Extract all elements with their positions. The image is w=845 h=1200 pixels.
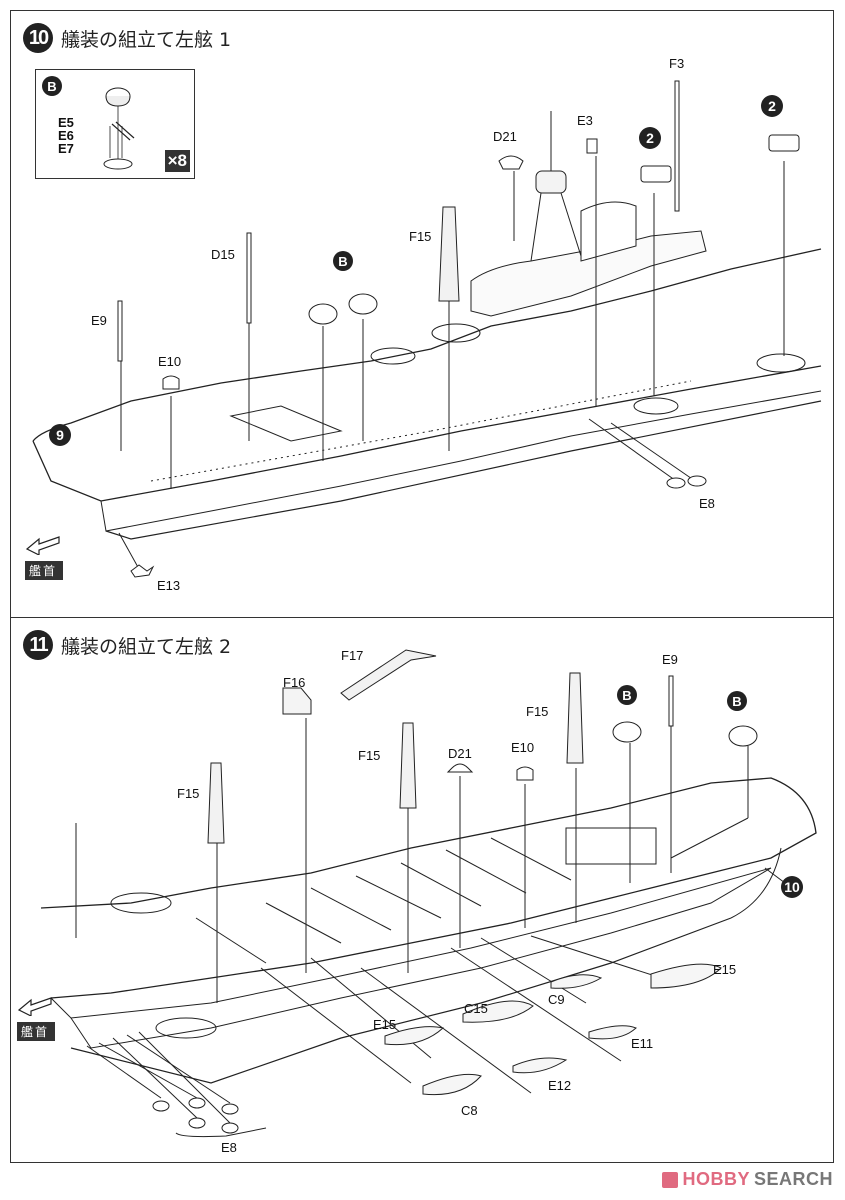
part-label: F15 [409, 229, 432, 244]
step-title: 艤装の組立て左舷 2 [61, 635, 232, 658]
ref-step-2-badge: 2 [761, 95, 783, 117]
quantity-badge: ×8 [164, 150, 190, 172]
bow-arrow-icon [17, 997, 52, 1017]
turret-subassembly-box: B E5 E6 E7 ×8 [35, 69, 195, 179]
step-title: 艤装の組立て左舷 1 [61, 28, 232, 51]
step-11-panel: 11 艤装の組立て左舷 2 [10, 617, 834, 1163]
part-label: E8 [699, 496, 715, 511]
part-label-e7: E7 [58, 141, 74, 156]
part-label: E12 [548, 1078, 572, 1093]
part-label: E11 [631, 1036, 654, 1051]
watermark-text-search: SEARCH [753, 1169, 833, 1189]
part-label: C8 [461, 1103, 478, 1118]
turret-exploded-icon [103, 87, 135, 170]
part-label: E10 [158, 354, 182, 369]
part-label: E9 [91, 313, 107, 328]
part-label: F16 [283, 675, 306, 690]
part-label: E15 [713, 962, 737, 977]
bow-label: 艦首 [17, 1022, 55, 1041]
part-label: F15 [526, 704, 549, 719]
step-11-header: 11 艤装の組立て左舷 2 [23, 630, 231, 660]
part-label: F15 [358, 748, 381, 763]
ref-step-2-badge: 2 [639, 127, 661, 149]
ref-b-badge: B [727, 691, 747, 711]
part-label-e5: E5 [58, 115, 74, 130]
step-10-header: 10 艤装の組立て左舷 1 [23, 23, 231, 53]
part-label: E3 [577, 113, 593, 128]
part-label: E10 [511, 740, 535, 755]
part-label: E9 [662, 652, 678, 667]
ref-step-9-badge: 9 [49, 424, 71, 446]
part-label: D15 [211, 247, 235, 262]
part-label: E8 [221, 1140, 237, 1155]
part-label: F15 [177, 786, 200, 801]
ref-b-badge: B [333, 251, 353, 271]
watermark-text-hobby: HOBBY [682, 1169, 750, 1189]
part-label: D21 [448, 746, 472, 761]
part-label: D21 [493, 129, 517, 144]
step-10-panel: 10 艤装の組立て左舷 1 B E5 E6 E7 ×8 [10, 10, 834, 618]
carrier-hull-illustration-step-10 [32, 80, 822, 578]
bow-label: 艦首 [25, 561, 63, 580]
ref-step-10-badge: 10 [781, 876, 803, 898]
hobby-search-watermark: HOBBY SEARCH [662, 1169, 833, 1190]
ref-b-badge: B [617, 685, 637, 705]
part-label: C9 [548, 992, 565, 1007]
hobby-search-logo-icon [662, 1171, 679, 1188]
step-number-badge: 11 [23, 630, 53, 660]
carrier-hull-illustration-step-11 [40, 649, 817, 1138]
part-label: E15 [373, 1017, 397, 1032]
bow-direction-indicator: 艦首 [17, 996, 55, 1041]
part-label: C15 [464, 1001, 488, 1016]
bow-direction-indicator: 艦首 [25, 535, 63, 580]
part-label: E13 [157, 578, 181, 593]
bow-arrow-icon [25, 536, 60, 556]
part-label: F3 [669, 56, 685, 71]
part-label-e6: E6 [58, 128, 74, 143]
part-label: F17 [341, 648, 364, 663]
subassembly-marker-b: B [42, 76, 62, 96]
step-number-badge: 10 [23, 23, 53, 53]
